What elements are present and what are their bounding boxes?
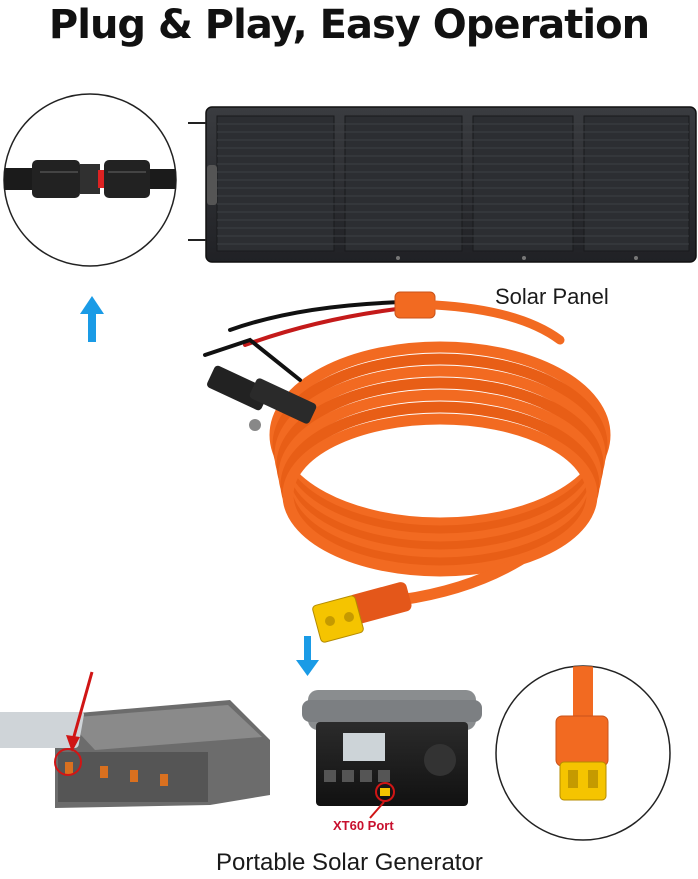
up-arrow-icon bbox=[80, 296, 104, 342]
mc4-connector-icon bbox=[4, 160, 176, 198]
xt60-port-label: XT60 Port bbox=[333, 818, 394, 833]
down-arrow-icon bbox=[296, 636, 319, 676]
callout-arrow bbox=[66, 671, 94, 752]
mc4-pigtail-connector-icon bbox=[207, 365, 317, 431]
portable-power-station bbox=[302, 690, 482, 819]
extension-cable bbox=[203, 291, 611, 606]
solar-panel-label: Solar Panel bbox=[495, 284, 609, 309]
mc4-zoom-callout bbox=[3, 93, 177, 267]
generator-label: Portable Solar Generator bbox=[216, 849, 483, 876]
xt60-connector-icon bbox=[312, 582, 412, 643]
xt60-zoom-callout bbox=[495, 665, 671, 841]
headline: Plug & Play, Easy Operation bbox=[48, 2, 650, 48]
solar-panel bbox=[188, 106, 697, 263]
battery-charger bbox=[0, 700, 270, 808]
